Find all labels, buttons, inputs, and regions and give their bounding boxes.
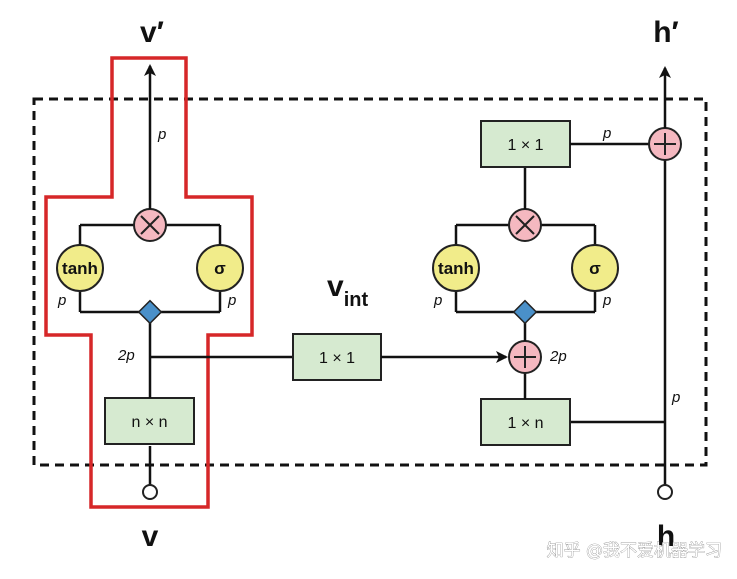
layer-boundary bbox=[32, 97, 708, 467]
vertical-conv-box bbox=[104, 397, 195, 445]
h-split-node bbox=[512, 299, 538, 325]
h-sigma-gate bbox=[571, 244, 619, 292]
horizontal-conv-label: 1 × n bbox=[507, 415, 543, 432]
v-sigma-label: σ bbox=[214, 259, 226, 278]
link-conv-box bbox=[292, 333, 382, 381]
h-sigma-label: σ bbox=[589, 259, 601, 278]
v-tanh-gate bbox=[56, 244, 104, 292]
h-add-icon bbox=[508, 340, 542, 374]
h-out-label: h′ bbox=[653, 16, 679, 49]
h-2p-label: 2p bbox=[549, 348, 567, 365]
v-multiply-icon bbox=[133, 208, 167, 242]
v-p-left: p bbox=[57, 292, 66, 309]
h-multiply-icon bbox=[508, 208, 542, 242]
h-p-residual: p bbox=[671, 389, 680, 406]
vertical-stack-outline bbox=[44, 56, 254, 509]
h-input-node bbox=[657, 484, 673, 500]
h-p-1x1: p bbox=[602, 125, 611, 142]
h-in-label: h bbox=[657, 520, 675, 553]
v-sigma-gate bbox=[196, 244, 244, 292]
v-p-top: p bbox=[157, 126, 166, 143]
v-input-node bbox=[142, 484, 158, 500]
h-residual-add-icon bbox=[648, 127, 682, 161]
output-conv-label: 1 × 1 bbox=[507, 137, 543, 154]
v-int-label: vint bbox=[327, 270, 368, 311]
vertical-conv-label: n × n bbox=[131, 414, 167, 431]
h-tanh-label: tanh bbox=[438, 259, 474, 278]
v-tanh-label: tanh bbox=[62, 259, 98, 278]
h-p-left: p bbox=[433, 292, 442, 309]
v-out-label: v′ bbox=[140, 16, 164, 49]
link-conv-label: 1 × 1 bbox=[319, 350, 355, 367]
h-tanh-gate bbox=[432, 244, 480, 292]
h-p-right: p bbox=[602, 292, 611, 309]
v-2p-label: 2p bbox=[117, 347, 135, 364]
v-p-right: p bbox=[227, 292, 236, 309]
watermark: 知乎 @我不爱机器学习 bbox=[547, 541, 722, 561]
output-conv-box bbox=[480, 120, 571, 168]
v-in-label: v bbox=[142, 520, 159, 553]
v-split-node bbox=[137, 299, 163, 325]
